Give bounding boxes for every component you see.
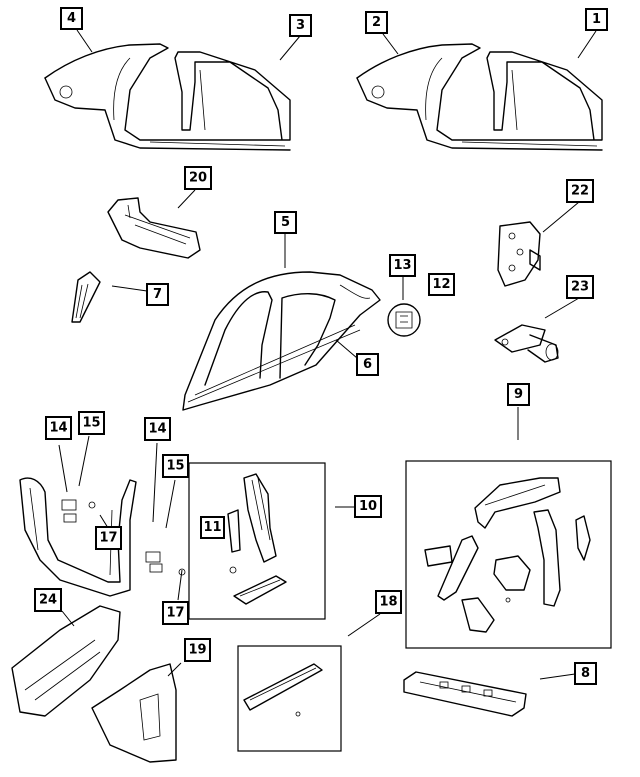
callout-label: 18 <box>379 595 397 610</box>
part-10-group <box>188 462 326 620</box>
part-19 <box>91 663 177 763</box>
part-7 <box>71 271 101 323</box>
callout-7: 7 <box>146 283 169 306</box>
callout-label: 6 <box>363 357 372 372</box>
callout-14a: 14 <box>45 416 72 440</box>
callout-label: 17 <box>166 606 184 621</box>
body-side-aperture-left <box>44 43 291 151</box>
callout-label: 19 <box>188 643 206 658</box>
part-20 <box>107 197 201 259</box>
callout-label: 8 <box>581 666 590 681</box>
callout-11: 11 <box>200 516 225 539</box>
callout-14b: 14 <box>144 417 171 441</box>
body-side-center <box>182 271 381 411</box>
callout-label: 12 <box>432 277 450 292</box>
leader-lines <box>58 29 597 680</box>
callout-9: 9 <box>507 383 530 406</box>
callout-19: 19 <box>184 638 211 662</box>
callout-15a: 15 <box>78 411 105 435</box>
callout-13: 13 <box>389 254 416 277</box>
part-13-clip <box>387 303 421 337</box>
part-8 <box>403 671 527 717</box>
callout-12: 12 <box>428 273 455 296</box>
callout-label: 11 <box>203 520 221 535</box>
callout-1: 1 <box>585 8 608 31</box>
callout-10: 10 <box>354 495 382 518</box>
part-23 <box>494 324 559 363</box>
callout-2: 2 <box>365 11 388 34</box>
part-9-group <box>405 460 612 649</box>
callout-18: 18 <box>375 590 402 614</box>
callout-label: 15 <box>166 459 184 474</box>
door-aperture-lower-left <box>19 477 186 597</box>
callout-label: 14 <box>49 421 67 436</box>
callout-23: 23 <box>566 275 594 299</box>
callout-label: 2 <box>372 15 381 30</box>
callout-label: 1 <box>592 12 601 27</box>
callout-label: 10 <box>359 499 377 514</box>
callout-17a: 17 <box>95 526 122 550</box>
part-22 <box>497 221 541 287</box>
callout-5: 5 <box>274 211 297 234</box>
callout-6: 6 <box>356 353 379 376</box>
callout-17b: 17 <box>162 601 189 625</box>
callout-3: 3 <box>289 14 312 37</box>
callout-label: 20 <box>189 171 207 186</box>
callout-label: 9 <box>514 387 523 402</box>
callout-20: 20 <box>184 166 212 190</box>
callout-15b: 15 <box>162 454 189 478</box>
callout-22: 22 <box>566 179 594 203</box>
callout-label: 17 <box>99 531 117 546</box>
part-24 <box>11 605 121 717</box>
callout-label: 22 <box>571 184 589 199</box>
callout-label: 3 <box>296 18 305 33</box>
callout-label: 23 <box>571 280 589 295</box>
callout-4: 4 <box>60 7 83 30</box>
callout-label: 7 <box>153 287 162 302</box>
callout-label: 15 <box>82 416 100 431</box>
callout-24: 24 <box>34 588 62 612</box>
callout-label: 5 <box>281 215 290 230</box>
callout-label: 4 <box>67 11 76 26</box>
callout-8: 8 <box>574 662 597 685</box>
body-side-aperture-right <box>356 43 603 151</box>
callout-label: 24 <box>39 593 57 608</box>
callout-label: 14 <box>148 422 166 437</box>
part-18-group <box>237 645 342 752</box>
callout-label: 13 <box>393 258 411 273</box>
